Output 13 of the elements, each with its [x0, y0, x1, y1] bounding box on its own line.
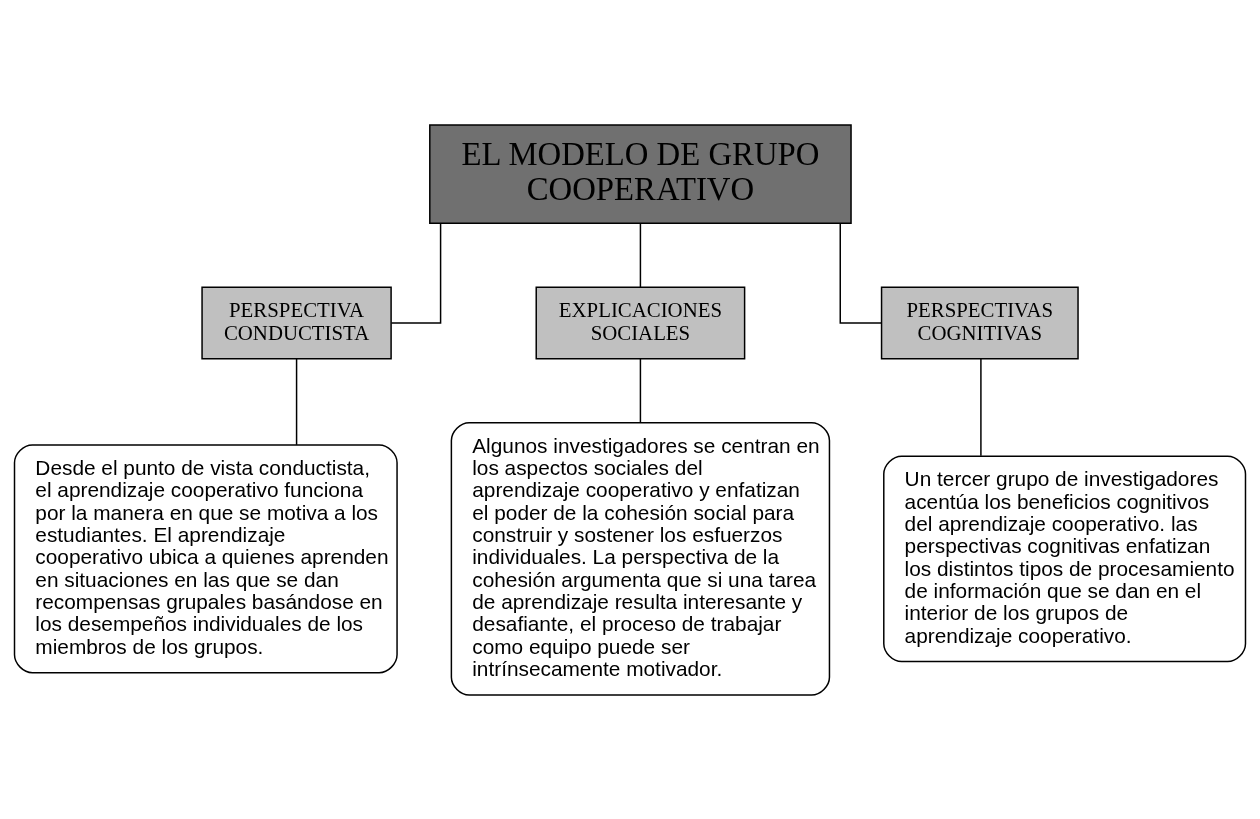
node-box: Desde el punto de vista conductista, el aprendizaje cooperativo funciona por la manera en que se motiva a los estudiantes. El aprendizaje cooperativo ubica a quienes aprenden en situaciones en las que se dan recompensas grupales basándose en los desempeños individuales de los miembros de los grupos. [13, 443, 398, 673]
node-box: EL MODELO DE GRUPO COOPERATIVO [429, 123, 852, 224]
node-box: EXPLICACIONES SOCIALES [535, 285, 746, 359]
connector [980, 357, 982, 456]
node-box: PERSPECTIVA CONDUCTISTA [201, 285, 392, 359]
connector [839, 221, 883, 324]
connector [295, 357, 298, 446]
node-box: Algunos investigadores se centran en los aspectos sociales del aprendizaje cooperativo y enfatizan el poder de la cohesión social para construir y sostener los esfuerzos individuales. La perspectiva de la cohesión argumenta que si una tarea de aprendizaje resulta interesante y desafiante, el proceso de trabajar como equipo puede ser intrínsecamente motivador. [450, 421, 831, 696]
node-box: Un tercer grupo de investigadores acentúa los beneficios cognitivos del aprendizaje cooperativo. las perspectivas cognitivas enfatizan los distintos tipos de procesamiento de información que se dan en el interior de los grupos de aprendizaje cooperativo. [883, 454, 1247, 662]
connector [639, 357, 642, 423]
connector [639, 221, 642, 288]
connector [390, 221, 442, 324]
node-box: PERSPECTIVAS COGNITIVAS [880, 285, 1079, 359]
